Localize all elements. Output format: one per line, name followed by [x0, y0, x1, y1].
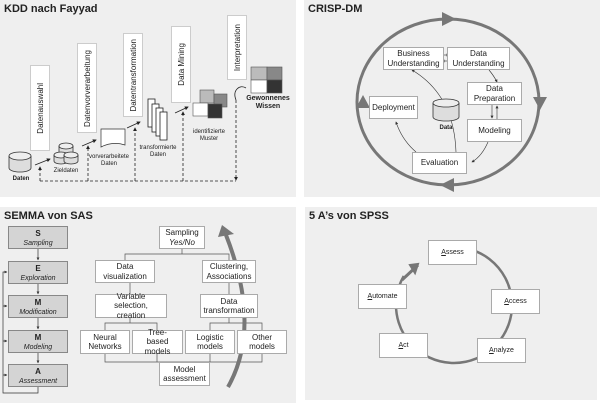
phase-data-understanding: Data Understanding: [447, 47, 510, 70]
label-transformierte-daten: transformierte Daten: [139, 145, 177, 159]
label-vorverarbeitete-daten: vorverarbeitete Daten: [88, 154, 130, 168]
tree-logistic: Logistic models: [185, 330, 235, 354]
step-interpretation: Interpretation: [227, 15, 247, 80]
puzzle-result-icon: [250, 66, 283, 94]
label-data: Data: [439, 125, 453, 131]
step-analyze: Analyze: [477, 338, 526, 363]
phase-deployment: Deployment: [369, 96, 418, 119]
kdd-panel: KDD nach Fayyad Datenauswahl Datenvorver…: [0, 0, 296, 197]
tree-data-transformation: Data transformation: [200, 294, 258, 318]
crisp-cycle: [355, 12, 547, 192]
crisp-panel: CRISP-DM Business Understanding Data Und…: [304, 0, 600, 197]
spss-title: 5 A’s von SPSS: [309, 210, 389, 222]
step-access: Access: [491, 289, 540, 314]
tree-neural-networks: Neural Networks: [80, 330, 130, 354]
tree-variable-selection: Variable selection, creation: [95, 292, 167, 320]
label-daten: Daten: [12, 176, 30, 182]
step-datenvorverarbeitung: Datenvorverarbeitung: [77, 43, 97, 133]
step-assess: Assess: [428, 240, 477, 265]
label-zieldaten: Zieldaten: [53, 168, 79, 174]
step-datenauswahl: Datenauswahl: [30, 65, 50, 151]
step-automate: Automate: [358, 284, 407, 309]
phase-modeling: Modeling: [467, 119, 522, 142]
phase-evaluation: Evaluation: [412, 152, 467, 174]
tree-model-assessment: Model assessment: [159, 362, 210, 386]
phase-data-preparation: Data Preparation: [467, 82, 522, 105]
step-datentransformation: Datentransformation: [123, 33, 143, 117]
tree-clustering: Clustering, Associations: [202, 260, 256, 283]
spss-cycle: [394, 247, 514, 365]
tree-other: Other models: [237, 330, 287, 354]
kdd-connectors: [8, 66, 283, 182]
tree-tree-based: Tree-based models: [132, 328, 183, 356]
semma-title: SEMMA von SAS: [4, 210, 93, 222]
spss-panel: 5 A’s von SPSS Assess Access Analyze Act…: [305, 207, 597, 400]
tree-data-visualization: Data visualization: [95, 260, 155, 283]
kdd-title: KDD nach Fayyad: [4, 3, 98, 15]
step-data-mining: Data Mining: [171, 26, 191, 103]
label-identifizierte-muster: identifizierte Muster: [192, 129, 225, 143]
data-cylinder-icon: [432, 98, 460, 122]
label-gewonnenes-wissen: Gewonnenes Wissen: [246, 95, 290, 111]
step-act: Act: [379, 333, 428, 358]
crisp-title: CRISP-DM: [308, 3, 363, 15]
puzzle-icon: [192, 89, 228, 119]
phase-business-understanding: Business Understanding: [383, 47, 444, 70]
